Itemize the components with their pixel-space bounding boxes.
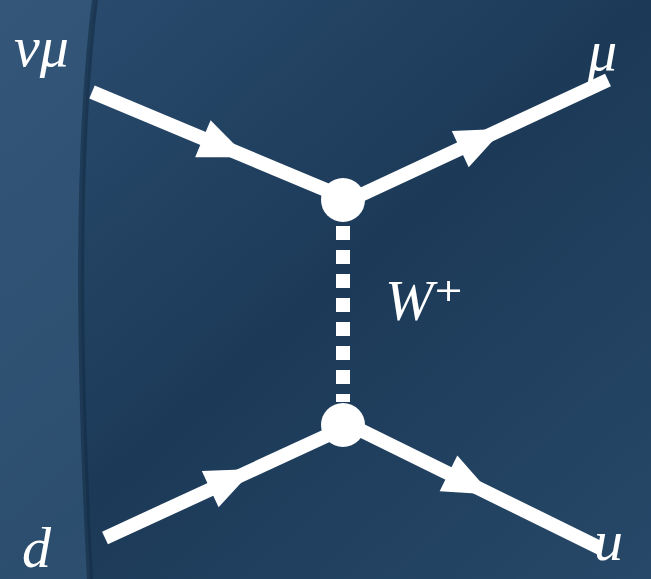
- particle-label: μ: [588, 22, 617, 80]
- particle-label: νμ: [14, 18, 69, 76]
- boson-label: W⁺: [385, 272, 464, 330]
- rock-edge: [81, 0, 95, 579]
- fermion-lines: [92, 80, 608, 548]
- arrowheads: [195, 111, 512, 513]
- rock-band: [0, 0, 95, 579]
- particle-label: u: [594, 512, 623, 570]
- particle-label: d: [22, 519, 51, 577]
- w-boson-line: [336, 226, 350, 402]
- vertices: [321, 178, 365, 447]
